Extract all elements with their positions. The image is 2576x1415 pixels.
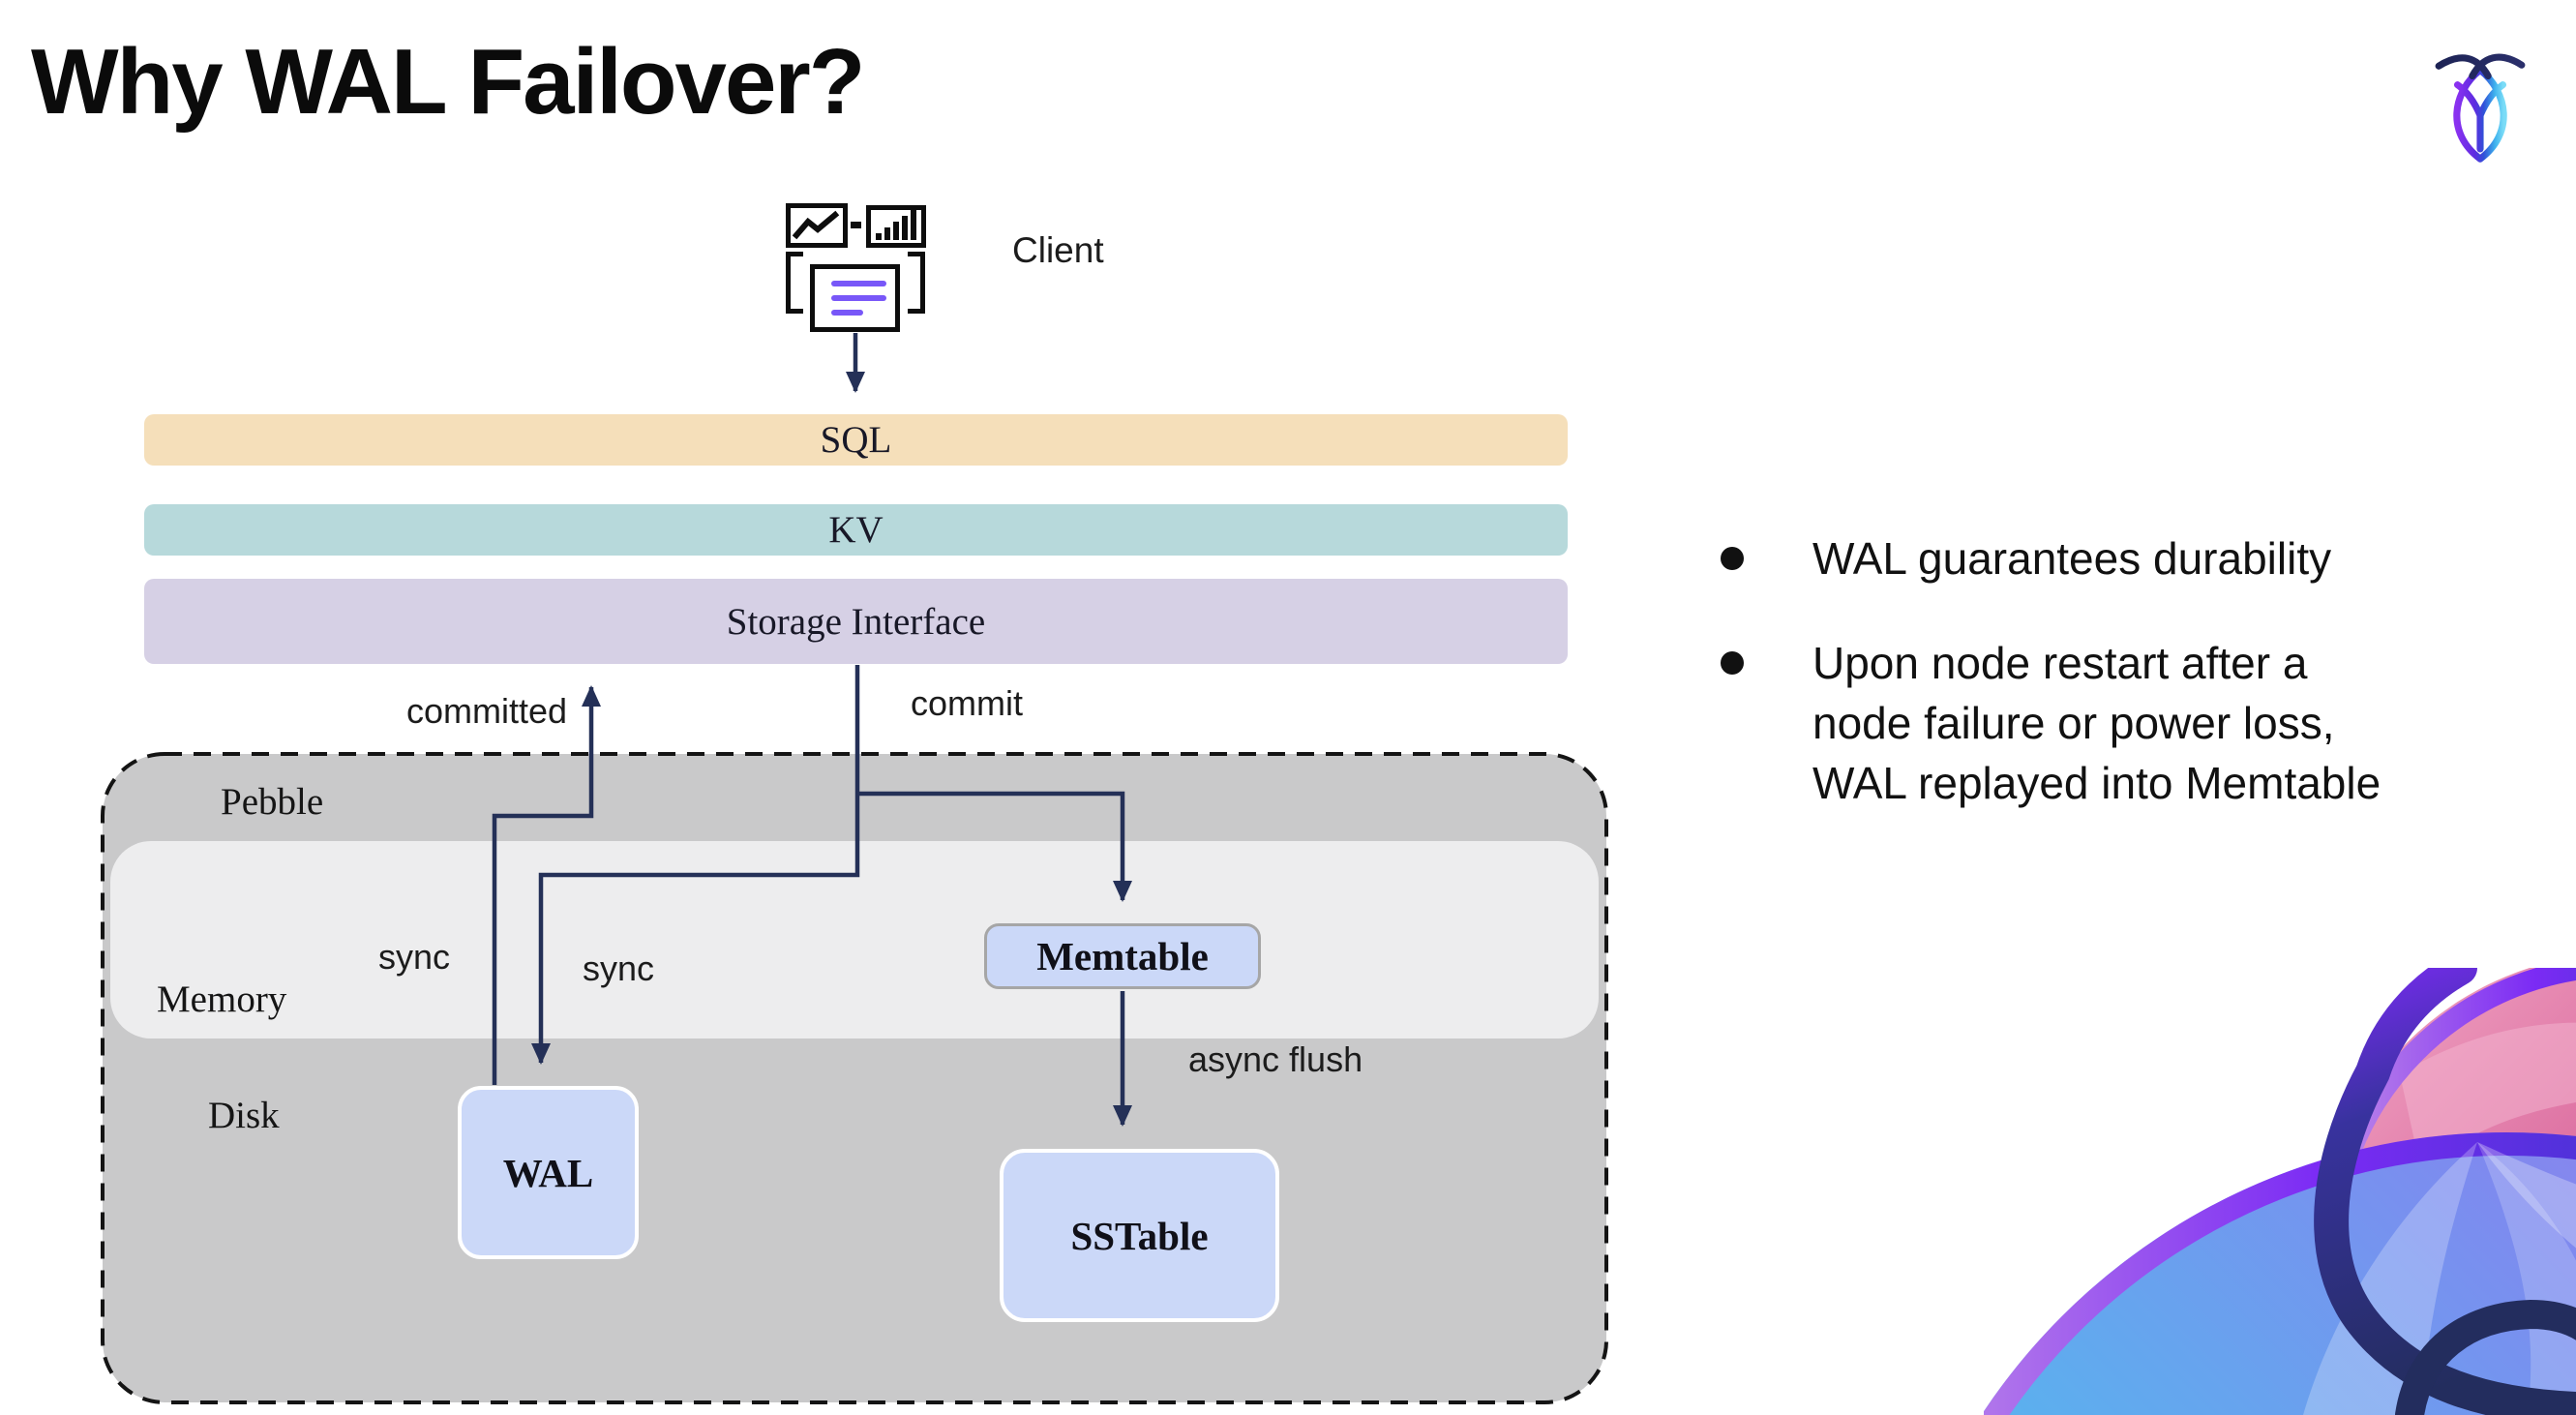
edge-committed [492, 685, 601, 1085]
document-icon [810, 264, 900, 332]
storage-interface-layer-bar: Storage Interface [144, 579, 1568, 664]
bar-chart-icon [866, 205, 926, 248]
memory-region [110, 841, 1599, 1039]
dash-connector-icon [851, 222, 861, 228]
sstable-box: SSTable [1000, 1149, 1279, 1322]
edge-commit-memtable [857, 791, 1132, 902]
client-label: Client [1012, 230, 1104, 270]
bullet-item: Upon node restart after a node failure o… [1715, 633, 2479, 813]
line-chart-icon [786, 203, 848, 248]
bracket-left-icon [786, 252, 803, 314]
sync-right-edge-label: sync [583, 948, 655, 988]
cockroachdb-logo-icon [2431, 43, 2530, 165]
memtable-box: Memtable [984, 923, 1261, 989]
brand-art [1984, 968, 2576, 1415]
commit-edge-label: commit [911, 683, 1023, 723]
disk-label: Disk [208, 1095, 280, 1136]
sync-left-edge-label: sync [378, 937, 451, 977]
wal-box: WAL [458, 1086, 639, 1259]
kv-layer-bar: KV [144, 504, 1568, 556]
pebble-label: Pebble [221, 781, 324, 823]
page-title: Why WAL Failover? [31, 30, 865, 134]
committed-edge-label: committed [406, 691, 568, 731]
sql-layer-bar: SQL [144, 414, 1568, 466]
client-icon [784, 198, 929, 334]
bracket-right-icon [908, 252, 925, 314]
async-flush-edge-label: async flush [1188, 1039, 1363, 1079]
bullet-list: WAL guarantees durability Upon node rest… [1715, 528, 2479, 858]
memory-label: Memory [157, 978, 287, 1020]
bullet-item: WAL guarantees durability [1715, 528, 2479, 588]
edge-commit-wal [531, 665, 860, 1065]
